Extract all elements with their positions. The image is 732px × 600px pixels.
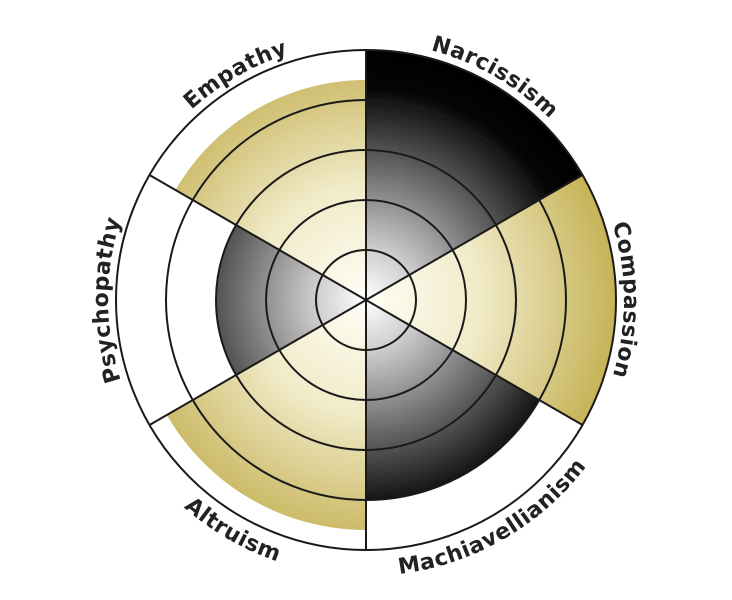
sector-machiavellianism	[366, 300, 540, 500]
grid-spoke	[365, 299, 584, 426]
grid-spoke	[365, 174, 584, 301]
sector-narcissism	[366, 50, 583, 300]
sector-psychopathy	[216, 225, 366, 375]
grid-spoke	[148, 174, 367, 301]
sector-compassion	[366, 175, 616, 425]
category-label-text: Psychopathy	[89, 214, 126, 386]
grid-spoke	[148, 299, 367, 426]
category-label: Psychopathy	[89, 214, 127, 386]
sector-altruism	[166, 300, 366, 530]
sector-empathy	[175, 79, 366, 300]
